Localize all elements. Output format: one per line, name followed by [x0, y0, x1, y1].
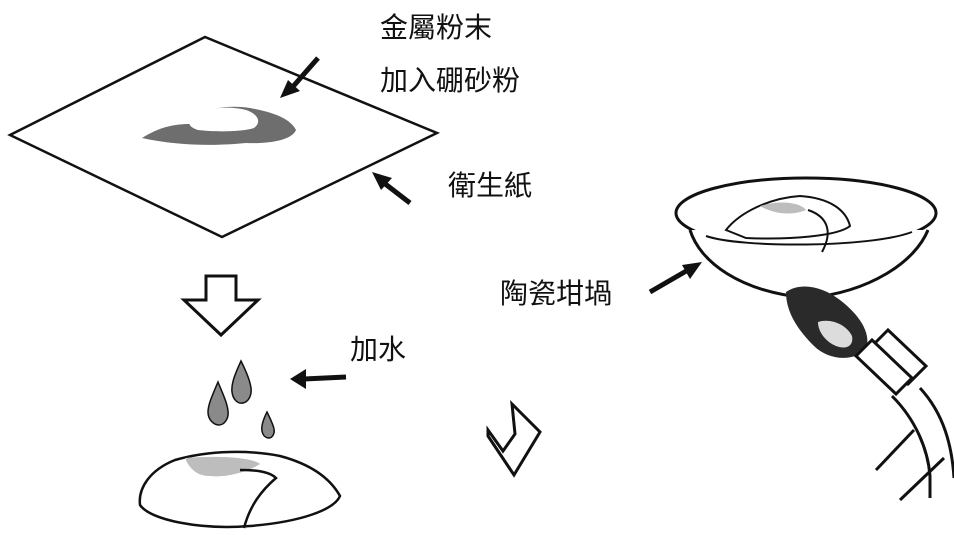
burner-tube-icon [853, 327, 954, 502]
arrow-icon [290, 369, 347, 389]
water-drop-icon [231, 359, 252, 404]
hollow-down-arrow-icon [180, 274, 262, 338]
hollow-right-arrow-icon [486, 399, 542, 478]
crucible [674, 176, 938, 300]
water-drops [207, 359, 275, 439]
label-crucible: 陶瓷坩堝 [500, 277, 613, 310]
metal-powder-pile [142, 106, 296, 145]
flame-icon [786, 286, 868, 358]
arrow-icon [648, 262, 702, 295]
water-drop-icon [261, 410, 275, 439]
water-drop-icon [207, 380, 229, 426]
arrow-icon [372, 172, 412, 205]
label-metal-powder: 金屬粉末 [380, 11, 493, 44]
label-add-borax: 加入硼砂粉 [380, 64, 521, 97]
label-add-water: 加水 [350, 333, 407, 366]
wrapped-bundle [138, 450, 342, 529]
arrow-icon [280, 56, 320, 98]
label-toilet-paper: 衛生紙 [448, 169, 533, 202]
